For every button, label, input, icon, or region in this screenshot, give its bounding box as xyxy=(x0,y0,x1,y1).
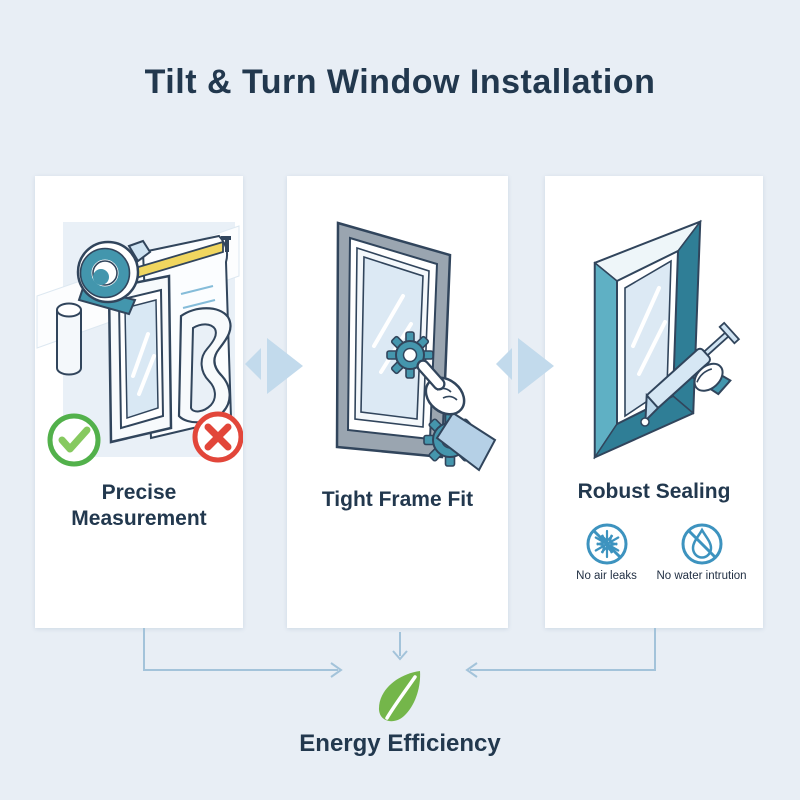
badge-no-water-intrusion: No water intrution xyxy=(654,522,749,582)
paper-roll-icon xyxy=(56,302,82,376)
frame-fit-illustration xyxy=(335,221,497,472)
step-label-frame-fit: Tight Frame Fit xyxy=(321,488,474,511)
no-air-leaks-icon xyxy=(586,523,627,565)
connector-arrows xyxy=(143,628,656,678)
badge-label: No air leaks xyxy=(576,570,637,582)
page-title: Tilt & Turn Window Installation xyxy=(144,63,656,101)
leaf-icon xyxy=(374,668,426,724)
sealant-bead xyxy=(640,417,650,427)
pointing-hand-icon xyxy=(416,359,497,472)
step-panel-frame-fit: Tight Frame Fit xyxy=(287,176,508,628)
check-icon xyxy=(47,413,101,467)
step-panel-sealing: Robust Sealing xyxy=(545,176,763,628)
caulk-gun-icon xyxy=(644,321,741,424)
sealing-illustration xyxy=(592,219,741,460)
tape-measure-icon xyxy=(76,236,231,316)
badge-no-air-leaks: No air leaks xyxy=(559,522,654,582)
window-frame-icon xyxy=(335,221,452,459)
step-panel-measurement: Precise Measurement xyxy=(35,176,243,628)
badge-label: No water intrution xyxy=(656,570,747,582)
chevron-right-arrow-icon xyxy=(496,338,554,394)
step-label-sealing: Robust Sealing xyxy=(577,480,731,503)
x-icon xyxy=(192,411,243,463)
footer-label: Energy Efficiency xyxy=(299,730,501,757)
warped-frame-icon xyxy=(177,307,232,424)
chevron-right-arrow-icon xyxy=(245,338,303,394)
window-frame-icon xyxy=(107,274,173,444)
step-label-measurement: Precise Measurement xyxy=(71,481,207,530)
sealing-badges: No air leaks No water intrution xyxy=(545,522,763,582)
measurement-illustration xyxy=(36,222,243,467)
no-water-intrusion-icon xyxy=(681,523,722,565)
